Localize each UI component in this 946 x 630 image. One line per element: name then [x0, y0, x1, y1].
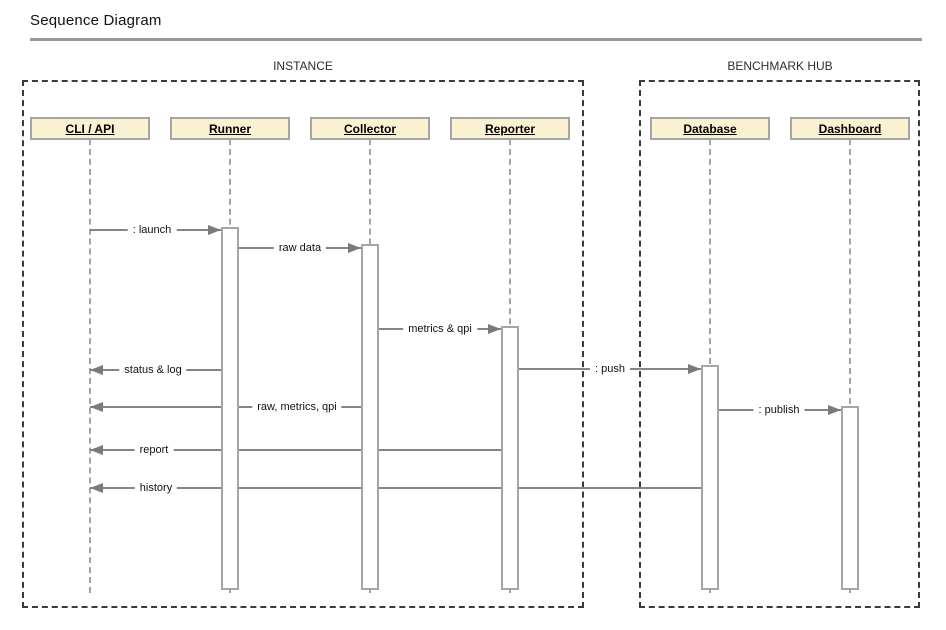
- arrowhead-left-icon: [90, 483, 103, 493]
- arrowhead-right-icon: [828, 405, 841, 415]
- frame-label-benchmark-hub: BENCHMARK HUB: [727, 59, 833, 73]
- actor-box-runner: Runner: [170, 117, 290, 140]
- message-label-raw-data: raw data: [273, 242, 327, 254]
- activation-bar-collector: [361, 244, 379, 590]
- message-label-report: report: [134, 444, 174, 456]
- actor-box-cli-api: CLI / API: [30, 117, 150, 140]
- arrowhead-right-icon: [208, 225, 221, 235]
- message-label-history: history: [134, 482, 178, 494]
- frame-label-instance: INSTANCE: [273, 59, 333, 73]
- actor-box-collector: Collector: [310, 117, 430, 140]
- title-rule: [30, 38, 922, 41]
- arrowhead-left-icon: [90, 402, 103, 412]
- arrowhead-left-icon: [90, 445, 103, 455]
- activation-bar-database: [701, 365, 719, 590]
- page-title: Sequence Diagram: [30, 12, 162, 29]
- message-label-status-log: status & log: [119, 364, 187, 376]
- lifeline-dashboard: [849, 139, 851, 593]
- frame-instance: [22, 80, 584, 608]
- arrowhead-left-icon: [90, 365, 103, 375]
- message-label-push: : push: [590, 363, 630, 375]
- message-line-report: [90, 449, 501, 451]
- actor-box-reporter: Reporter: [450, 117, 570, 140]
- message-label-launch: : launch: [127, 224, 177, 236]
- message-label-publish: : publish: [753, 404, 805, 416]
- message-label-raw-metrics-qpi: raw, metrics, qpi: [252, 401, 342, 413]
- arrowhead-right-icon: [348, 243, 361, 253]
- message-label-metrics-qpi: metrics & qpi: [403, 323, 477, 335]
- activation-bar-dashboard: [841, 406, 859, 590]
- message-line-history: [90, 487, 701, 489]
- arrowhead-right-icon: [488, 324, 501, 334]
- activation-bar-reporter: [501, 326, 519, 590]
- actor-box-database: Database: [650, 117, 770, 140]
- arrowhead-right-icon: [688, 364, 701, 374]
- activation-bar-runner: [221, 227, 239, 590]
- actor-box-dashboard: Dashboard: [790, 117, 910, 140]
- frame-benchmark-hub: [639, 80, 920, 608]
